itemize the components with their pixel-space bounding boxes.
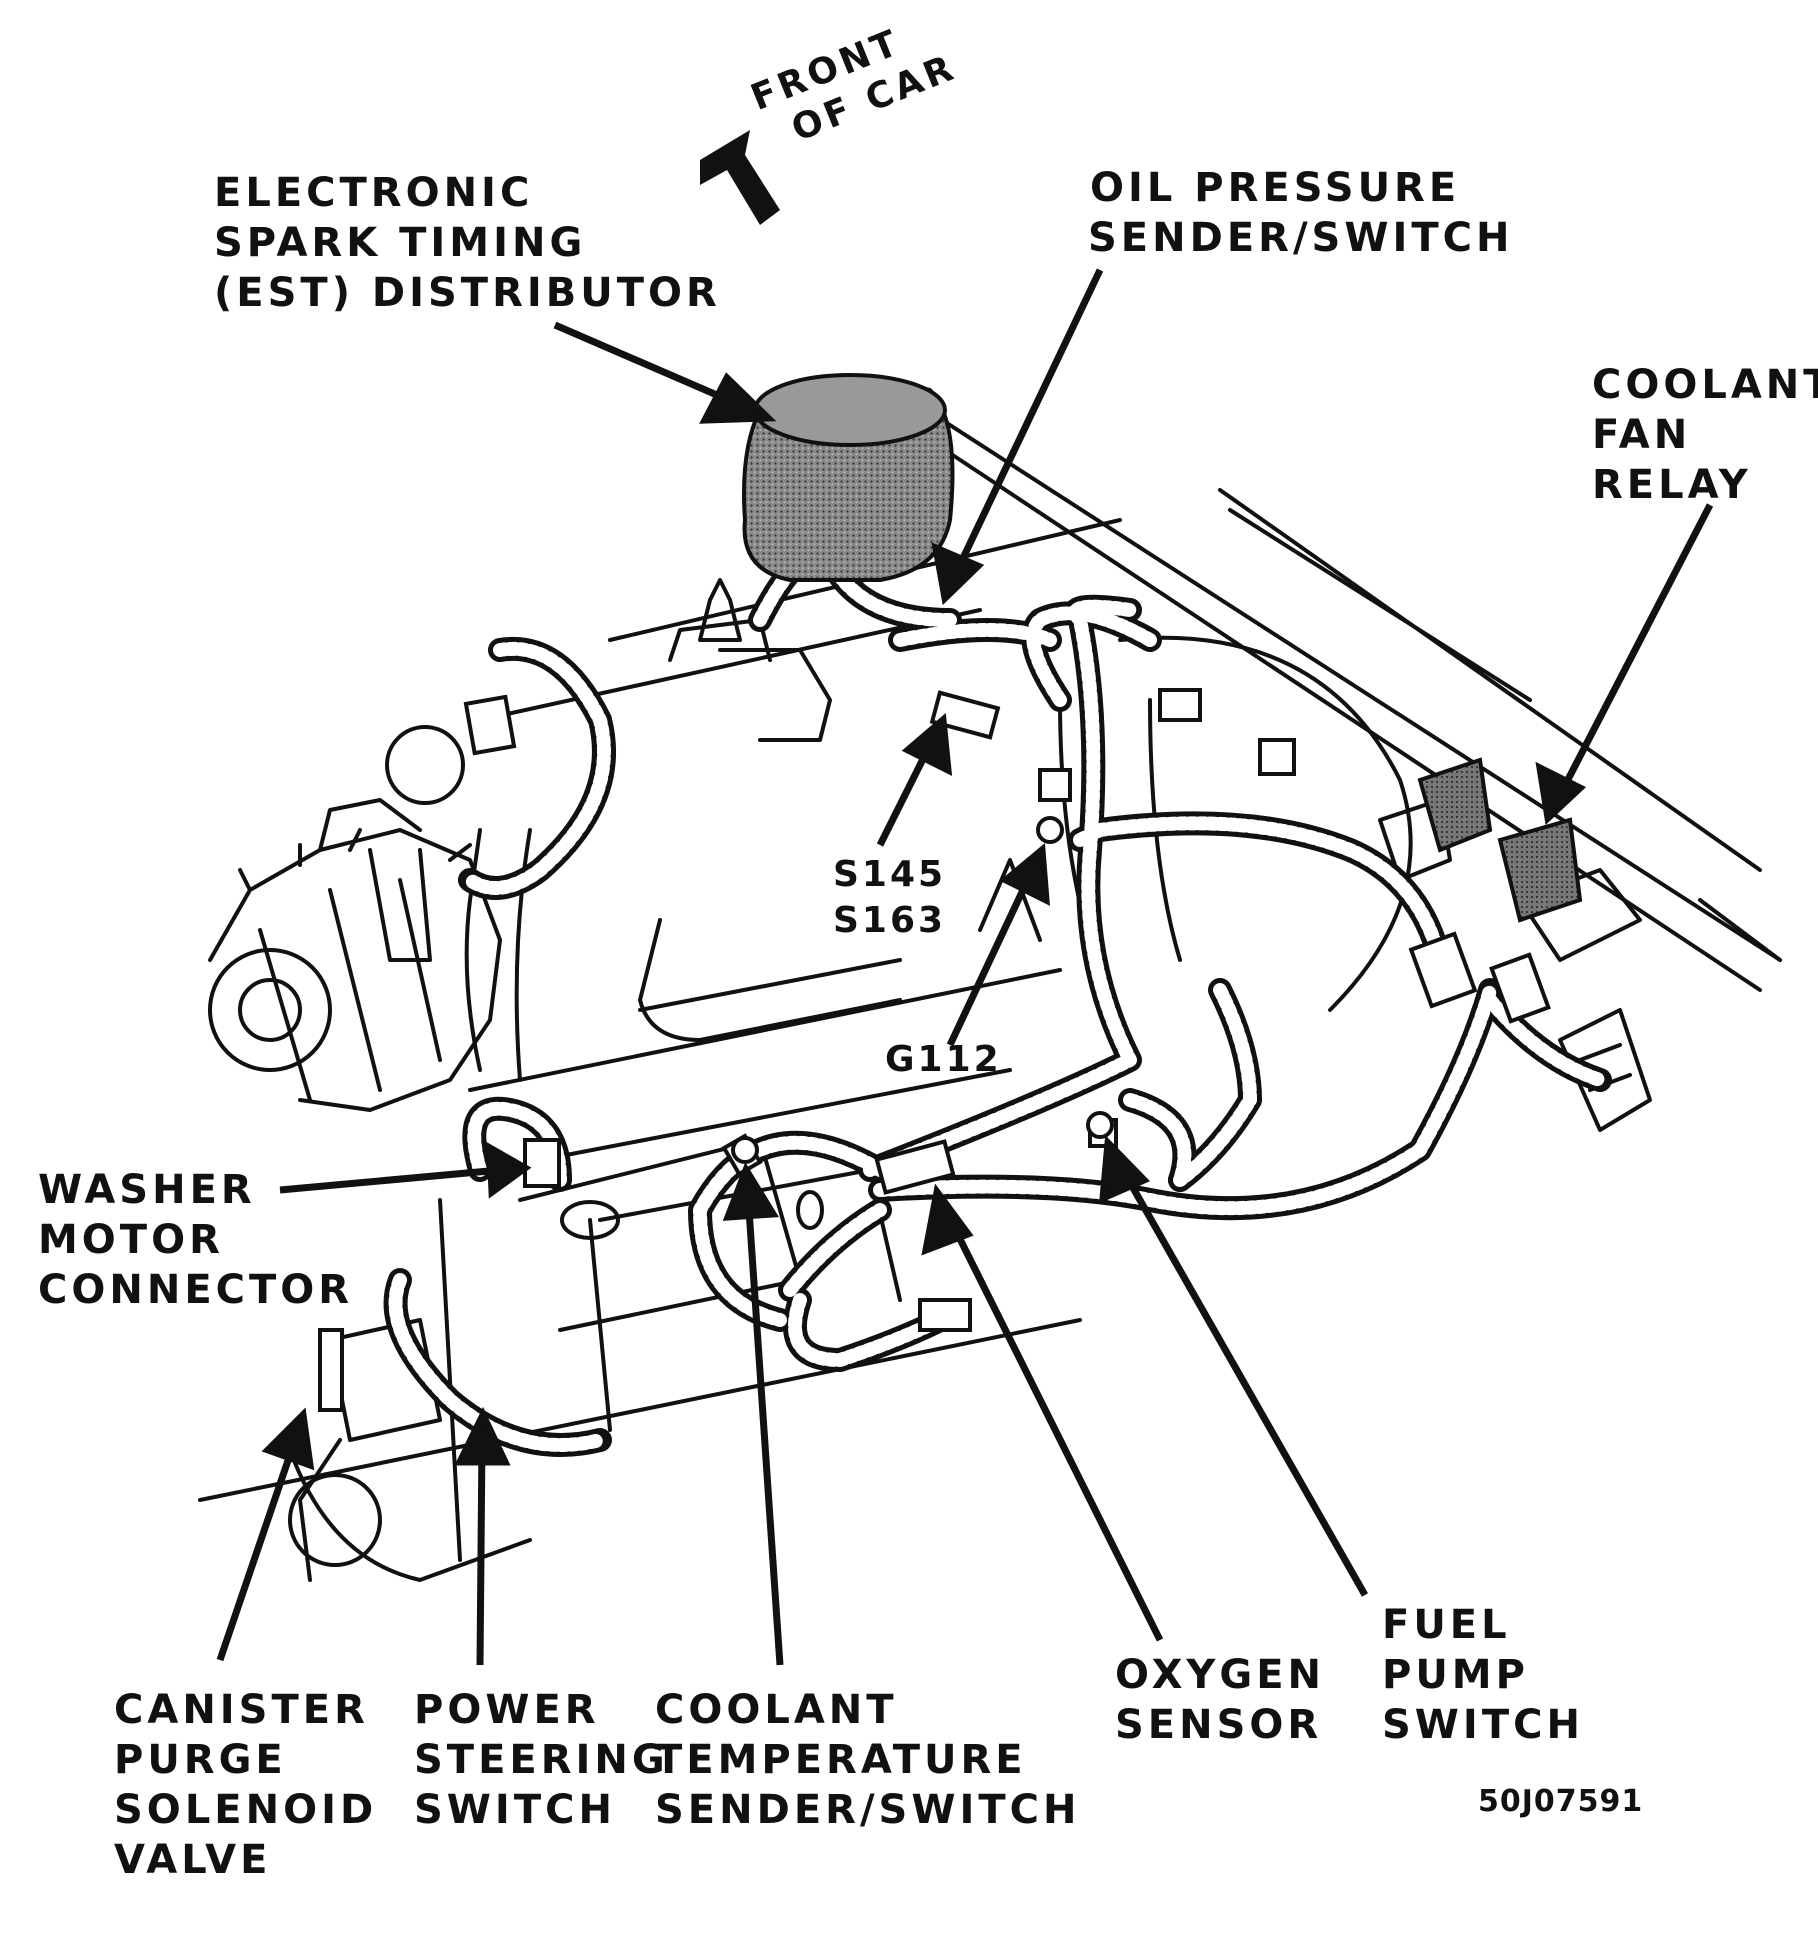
label-oxygen-sensor: OXYGEN SENSOR xyxy=(1115,1652,1326,1748)
label-est-distributor: ELECTRONIC SPARK TIMING (EST) DISTRIBUTO… xyxy=(214,170,721,316)
connector-blocks xyxy=(318,688,1551,1412)
label-splices: S145 S163 xyxy=(833,854,947,941)
est-distributor-cap xyxy=(742,373,955,582)
label-coolant-temp: COOLANT TEMPERATURE SENDER/SWITCH xyxy=(655,1687,1081,1833)
label-coolant-fan-relay: COOLANT FAN RELAY xyxy=(1592,362,1818,508)
label-oil-pressure: OIL PRESSURE SENDER/SWITCH xyxy=(1088,165,1514,261)
label-fuel-pump: FUEL PUMP SWITCH xyxy=(1382,1602,1584,1748)
front-of-car-arrow xyxy=(700,130,780,225)
label-canister-purge: CANISTER PURGE SOLENOID VALVE xyxy=(114,1687,378,1883)
label-washer-motor: WASHER MOTOR CONNECTOR xyxy=(38,1167,354,1313)
leader-arrows xyxy=(216,268,1714,1666)
coolant-fan-relay xyxy=(1417,757,1583,923)
label-ground: G112 xyxy=(885,1039,1002,1080)
wiring-harness xyxy=(383,544,1612,1457)
label-power-steering: POWER STEERING SWITCH xyxy=(414,1687,669,1833)
engine-line-art xyxy=(198,378,1782,1582)
sensor-glyphs xyxy=(731,816,1114,1164)
figure-code: 50J07591 xyxy=(1478,1784,1644,1819)
